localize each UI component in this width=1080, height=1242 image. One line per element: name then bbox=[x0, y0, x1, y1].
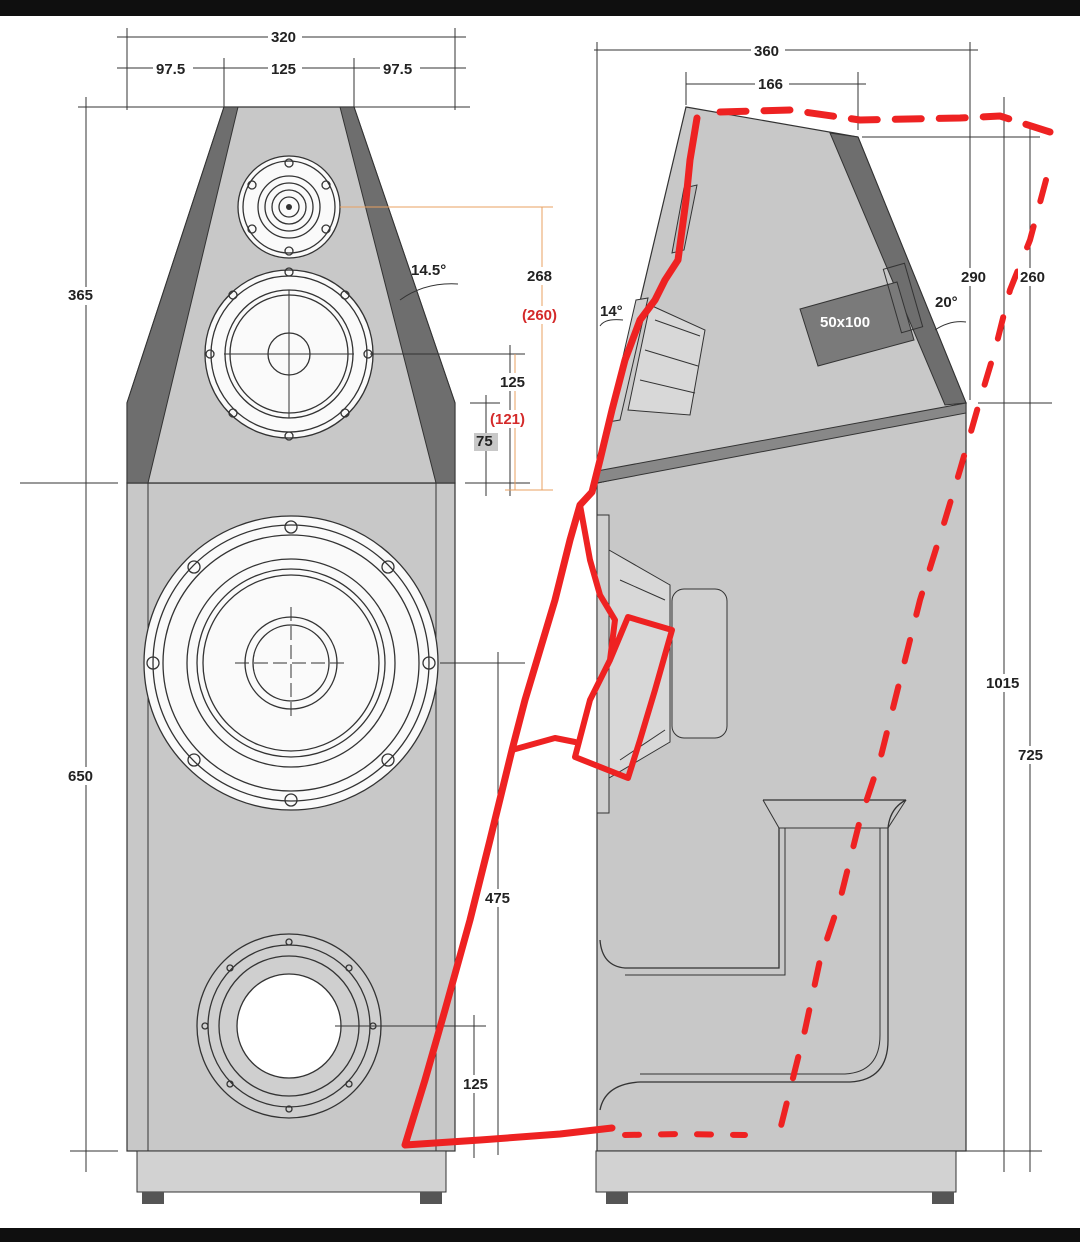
dim-front-side-right: 97.5 bbox=[383, 61, 412, 78]
front-foot-right bbox=[420, 1192, 442, 1204]
dim-front-top-width: 125 bbox=[271, 61, 296, 78]
dim-tweeter-height-alt: (260) bbox=[522, 307, 557, 324]
dim-upper-height: 365 bbox=[68, 287, 93, 304]
front-view bbox=[20, 28, 553, 1204]
red-baffle-outline bbox=[401, 114, 701, 1149]
dim-mid-offset: 125 bbox=[500, 374, 525, 391]
red-annotation bbox=[401, 106, 1054, 1149]
side-lower-panel bbox=[596, 402, 967, 1152]
dim-step: 75 bbox=[476, 433, 493, 450]
dim-lower-height: 650 bbox=[68, 768, 93, 785]
bottom-bar bbox=[0, 1228, 1080, 1242]
brace-block: 50x100 bbox=[799, 262, 924, 367]
dim-side-top-depth: 166 bbox=[758, 76, 783, 93]
dim-port-height: 125 bbox=[463, 1076, 488, 1093]
dim-woofer-height: 475 bbox=[485, 890, 510, 907]
dimension-labels: 320 97.5 125 97.5 365 650 14.5° 268 (260… bbox=[66, 28, 1054, 1093]
red-brace-line bbox=[509, 735, 578, 753]
red-rear-dash bbox=[777, 177, 1049, 1133]
tweeter bbox=[237, 155, 341, 259]
red-top-dash bbox=[716, 106, 1054, 136]
dim-back-angle: 20° bbox=[935, 294, 958, 311]
woofer-driver bbox=[143, 515, 439, 811]
dim-tweeter-height: 268 bbox=[527, 268, 552, 285]
dim-front-angle: 14.5° bbox=[411, 262, 446, 279]
dim-front-width: 320 bbox=[271, 29, 296, 46]
dim-mid-offset-alt: (121) bbox=[490, 411, 525, 428]
dim-baffle-angle: 14° bbox=[600, 303, 623, 320]
dim-upper-rear-height: 290 bbox=[961, 269, 986, 286]
side-foot-right bbox=[932, 1192, 954, 1204]
side-plinth bbox=[595, 1150, 957, 1193]
dim-side-depth: 360 bbox=[754, 43, 779, 60]
front-plinth bbox=[136, 1150, 447, 1193]
side-port-tube bbox=[599, 799, 907, 1111]
dim-total-height: 1015 bbox=[986, 675, 1019, 692]
front-foot-left bbox=[142, 1192, 164, 1204]
side-foot-left bbox=[606, 1192, 628, 1204]
top-bar bbox=[0, 0, 1080, 16]
dim-red-height-lower: 725 bbox=[1018, 747, 1043, 764]
brace-label: 50x100 bbox=[820, 314, 870, 331]
dim-red-height-upper: 260 bbox=[1020, 269, 1045, 286]
midrange-driver bbox=[204, 267, 374, 441]
red-woofer-outline bbox=[572, 502, 675, 781]
side-view: 50x100 bbox=[594, 42, 1052, 1204]
dim-front-side-left: 97.5 bbox=[156, 61, 185, 78]
